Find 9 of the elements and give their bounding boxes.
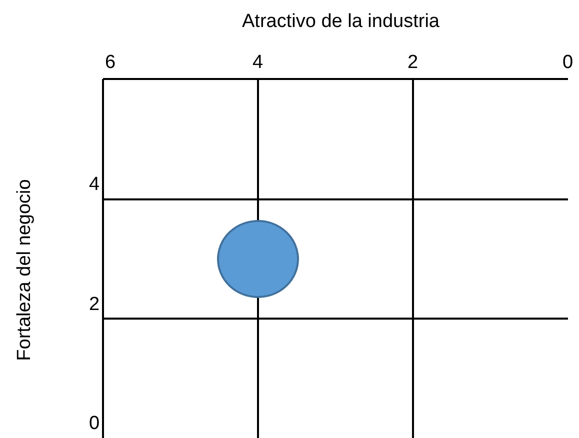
tick-label: 0 — [562, 52, 574, 74]
axis-title: Fortaleza del negocio — [14, 179, 36, 361]
tick-label: 4 — [89, 174, 100, 196]
tick-label: 0 — [89, 413, 100, 435]
tick-label: 6 — [105, 52, 116, 74]
tick-label: 2 — [89, 294, 100, 316]
tick-label: 2 — [408, 52, 418, 74]
tick-label: 4 — [252, 52, 264, 74]
axis-title: Atractivo de la industria — [242, 11, 440, 33]
